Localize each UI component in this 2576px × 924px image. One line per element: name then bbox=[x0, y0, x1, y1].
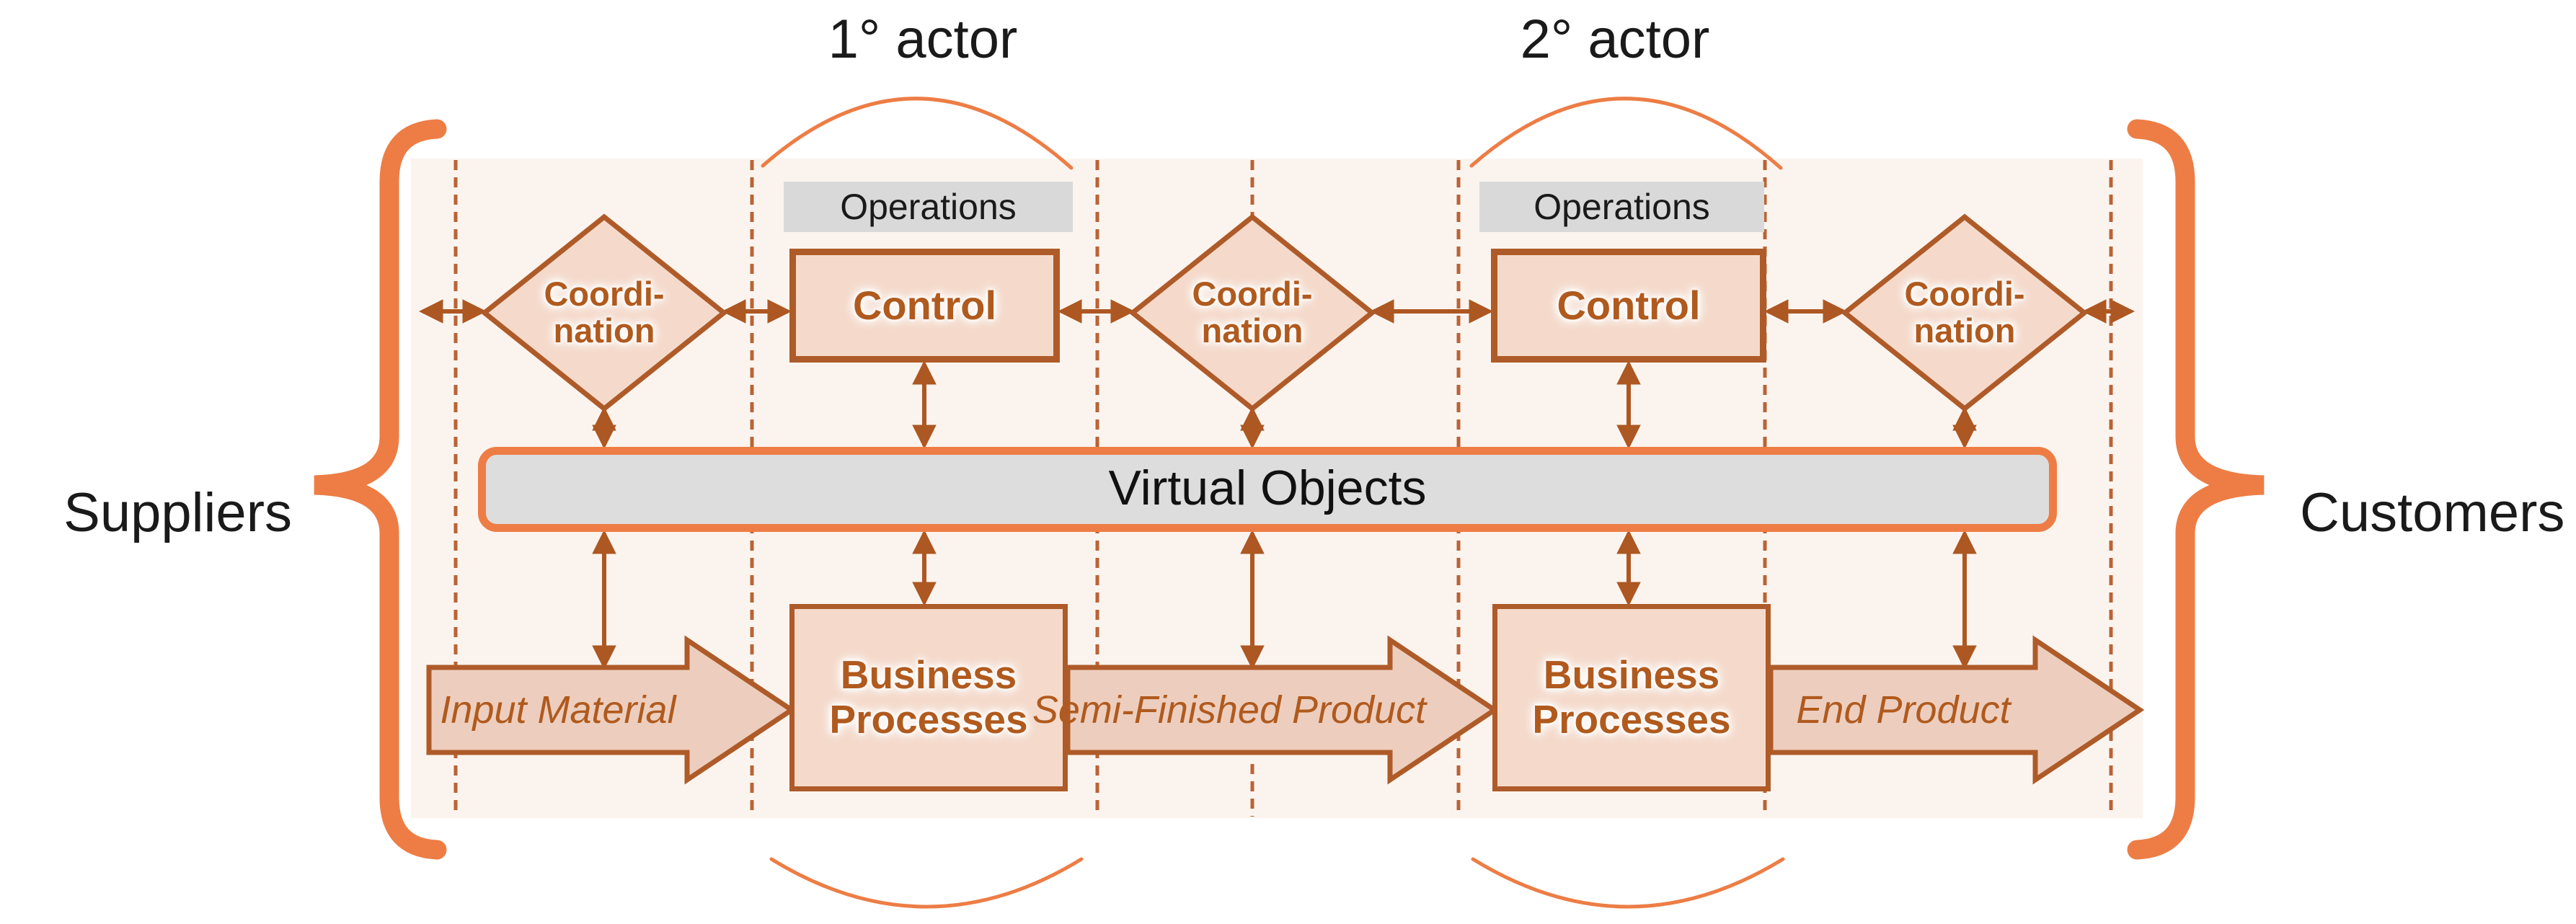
control-box-1: Control bbox=[789, 249, 1060, 363]
end-product-label: End Product bbox=[1796, 688, 2011, 732]
business-label-1-line2: Processes bbox=[829, 697, 1028, 742]
semi-finished-product-label: Semi-Finished Product bbox=[1032, 688, 1427, 732]
actor-2-bottom-arc bbox=[1471, 857, 1785, 909]
operations-label-1: Operations bbox=[840, 187, 1017, 227]
coordination-label-1-line1: Coordi- bbox=[544, 275, 665, 314]
customers-brace bbox=[2127, 119, 2265, 860]
control-label-2: Control bbox=[1557, 283, 1701, 328]
flow-arrow-input-material bbox=[426, 635, 797, 785]
coordination-diamond-2 bbox=[1128, 213, 1376, 412]
business-label-2-line2: Processes bbox=[1532, 697, 1731, 742]
business-label-1-line1: Business bbox=[840, 652, 1017, 698]
suppliers-brace bbox=[314, 119, 447, 860]
flow-arrow-semi-finished-product bbox=[1065, 635, 1500, 785]
coordination-label-3-line1: Coordi- bbox=[1904, 275, 2025, 314]
operations-label-2: Operations bbox=[1533, 187, 1710, 227]
input-material-label: Input Material bbox=[440, 688, 676, 732]
operations-box-2: Operations bbox=[1479, 182, 1764, 232]
business-processes-box-1: Business Processes bbox=[789, 604, 1068, 791]
actor-1-bottom-arc bbox=[769, 857, 1084, 909]
actor-2-heading: 2° actor bbox=[1520, 9, 1710, 70]
actor-1-arc bbox=[761, 97, 1074, 170]
actor-2-arc bbox=[1469, 97, 1783, 170]
business-processes-box-2: Business Processes bbox=[1492, 604, 1771, 791]
control-box-2: Control bbox=[1491, 249, 1766, 363]
business-label-2-line1: Business bbox=[1543, 652, 1720, 698]
coordination-label-1-line2: nation bbox=[553, 311, 655, 350]
coordination-label-2: Coordi- nation bbox=[1144, 259, 1360, 367]
customers-label: Customers bbox=[2300, 482, 2565, 543]
coordination-label-3-line2: nation bbox=[1913, 311, 2016, 350]
operations-box-1: Operations bbox=[784, 182, 1073, 232]
coordination-label-2-line1: Coordi- bbox=[1192, 275, 1313, 314]
virtual-objects-bar: Virtual Objects bbox=[478, 447, 2057, 532]
flow-arrow-end-product bbox=[1768, 635, 2145, 785]
coordination-label-2-line2: nation bbox=[1201, 311, 1304, 350]
coordination-label-3: Coordi- nation bbox=[1856, 259, 2073, 367]
control-label-1: Control bbox=[852, 283, 997, 328]
coordination-label-1: Coordi- nation bbox=[496, 259, 712, 367]
suppliers-label: Suppliers bbox=[63, 482, 292, 543]
actor-1-heading: 1° actor bbox=[828, 9, 1018, 70]
coordination-diamond-3 bbox=[1841, 213, 2089, 412]
coordination-diamond-1 bbox=[480, 213, 728, 412]
virtual-objects-label: Virtual Objects bbox=[1108, 461, 1427, 515]
